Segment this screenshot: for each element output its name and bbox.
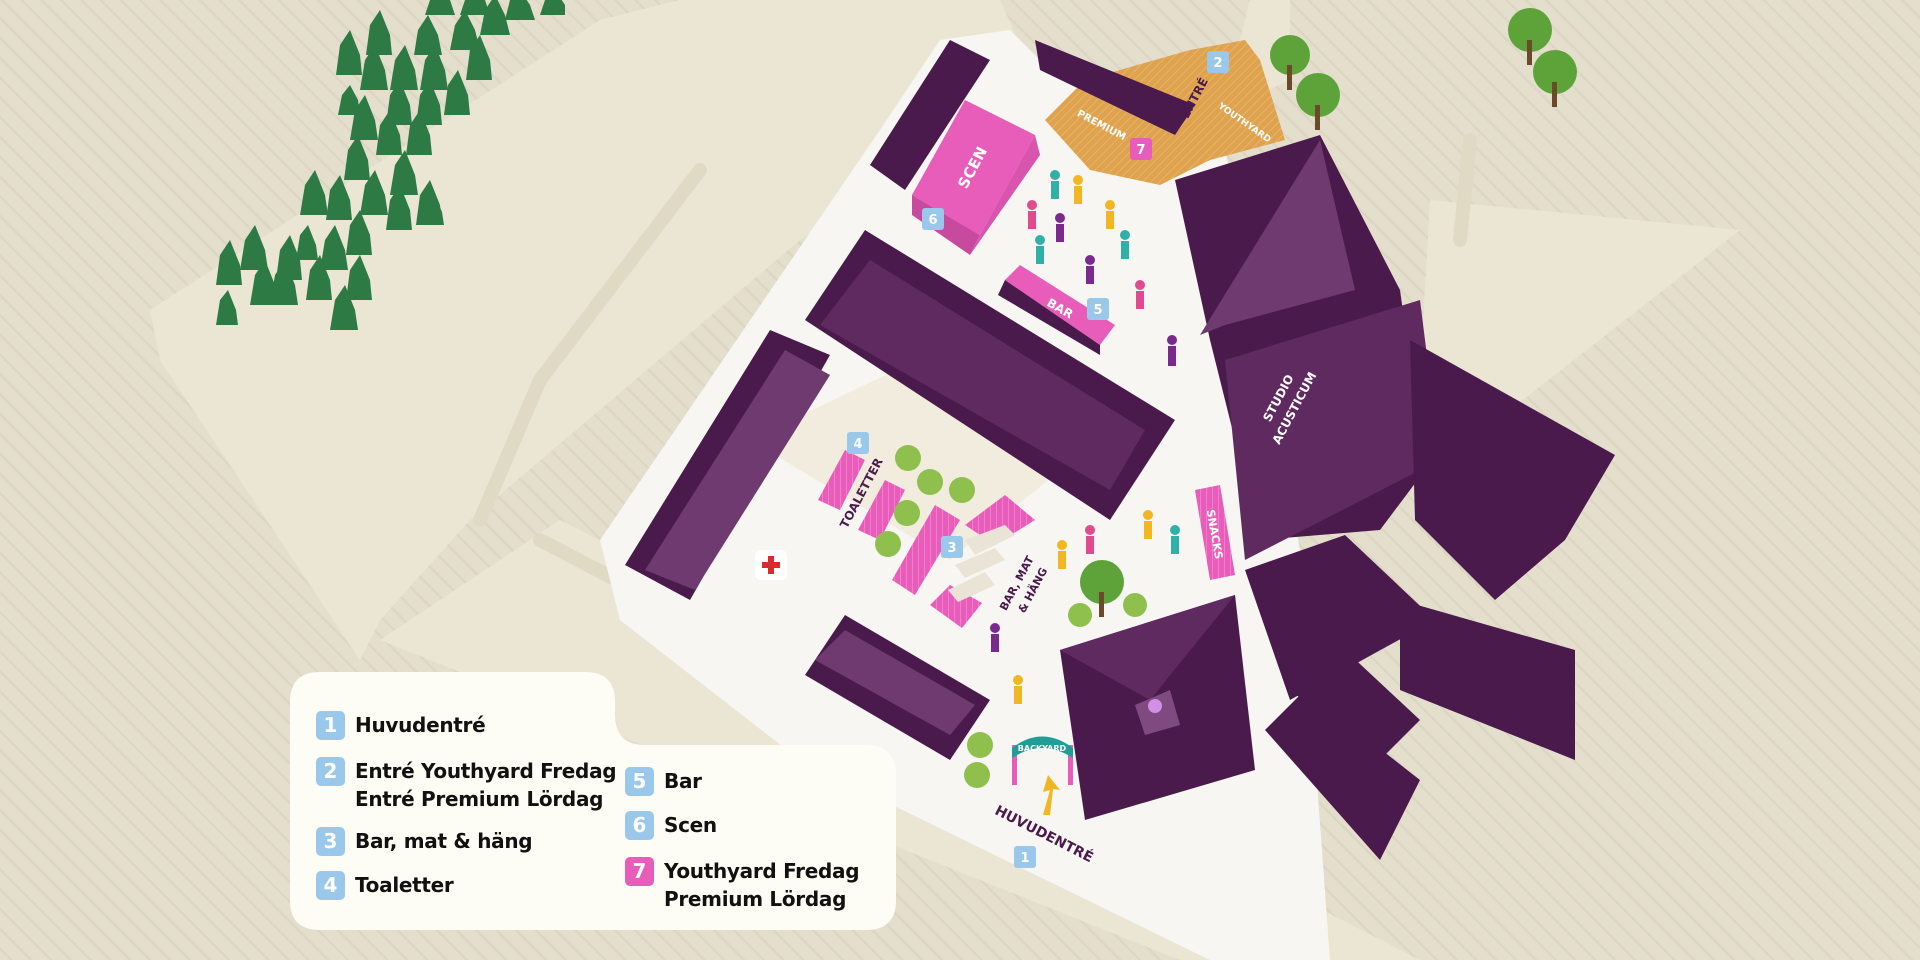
legend-item-5: 5 Bar	[625, 767, 702, 796]
marker-1[interactable]: 1	[1014, 846, 1036, 868]
building-backyard-pyramid	[1060, 595, 1255, 820]
building-stage-back	[870, 40, 1195, 190]
bar-counter-5	[998, 265, 1115, 355]
crowd	[990, 170, 1180, 704]
legend-label-1: Huvudentré	[355, 713, 486, 737]
legend-label-5: Bar	[664, 769, 702, 793]
building-bottom-small	[805, 615, 990, 760]
marker-5[interactable]: 5	[1087, 298, 1109, 320]
legend-label-2: Entré Youthyard Fredag Entré Premium Lör…	[355, 759, 617, 811]
legend-badge-3: 3	[316, 827, 345, 856]
snacks-stall	[1195, 485, 1235, 580]
legend-label-3: Bar, mat & häng	[355, 829, 533, 853]
svg-text:1: 1	[1020, 851, 1029, 866]
building-studio-acusticum	[1175, 135, 1615, 860]
deciduous-trees	[1080, 8, 1577, 617]
legend-badge-6: 6	[625, 811, 654, 840]
forest	[216, 0, 565, 330]
svg-text:5: 5	[1093, 303, 1102, 318]
toilet-blocks	[818, 450, 905, 540]
entrance-arrow-icon	[1043, 775, 1060, 815]
svg-text:7: 7	[1136, 143, 1145, 158]
legend-badge-1: 1	[316, 711, 345, 740]
marker-2[interactable]: 2	[1207, 51, 1229, 73]
legend-label-7: Youthyard Fredag Premium Lördag	[664, 859, 860, 911]
marker-7[interactable]: 7	[1130, 138, 1152, 160]
legend-item-2: 2 Entré Youthyard Fredag Entré Premium L…	[316, 757, 617, 813]
marker-3[interactable]: 3	[941, 536, 963, 558]
legend-item-6: 6 Scen	[625, 811, 717, 840]
food-stalls	[892, 495, 1035, 628]
legend-badge-2: 2	[316, 757, 345, 786]
legend-item-7: 7 Youthyard Fredag Premium Lördag	[625, 857, 860, 913]
svg-text:3: 3	[947, 541, 956, 556]
svg-text:2: 2	[1213, 56, 1222, 71]
legend-label-6: Scen	[664, 813, 717, 837]
building-left-long	[625, 330, 830, 600]
legend-badge-5: 5	[625, 767, 654, 796]
backyard-label: BACKYARD	[1018, 744, 1067, 753]
legend-badge-7: 7	[625, 857, 654, 886]
marker-6[interactable]: 6	[922, 208, 944, 230]
bushes	[875, 445, 1147, 788]
pyramid-light	[1148, 699, 1162, 713]
legend-label-4: Toaletter	[355, 873, 454, 897]
red-cross-icon	[755, 550, 787, 580]
svg-text:6: 6	[928, 213, 937, 228]
legend-badge-4: 4	[316, 871, 345, 900]
svg-text:4: 4	[853, 437, 862, 452]
marker-4[interactable]: 4	[847, 432, 869, 454]
legend-panel	[290, 672, 896, 930]
legend-item-1: 1 Huvudentré	[316, 711, 486, 740]
backyard-arch: BACKYARD	[1012, 736, 1073, 785]
building-main-hall	[805, 230, 1175, 520]
legend-item-3: 3 Bar, mat & häng	[316, 827, 533, 856]
legend-item-4: 4 Toaletter	[316, 871, 454, 900]
